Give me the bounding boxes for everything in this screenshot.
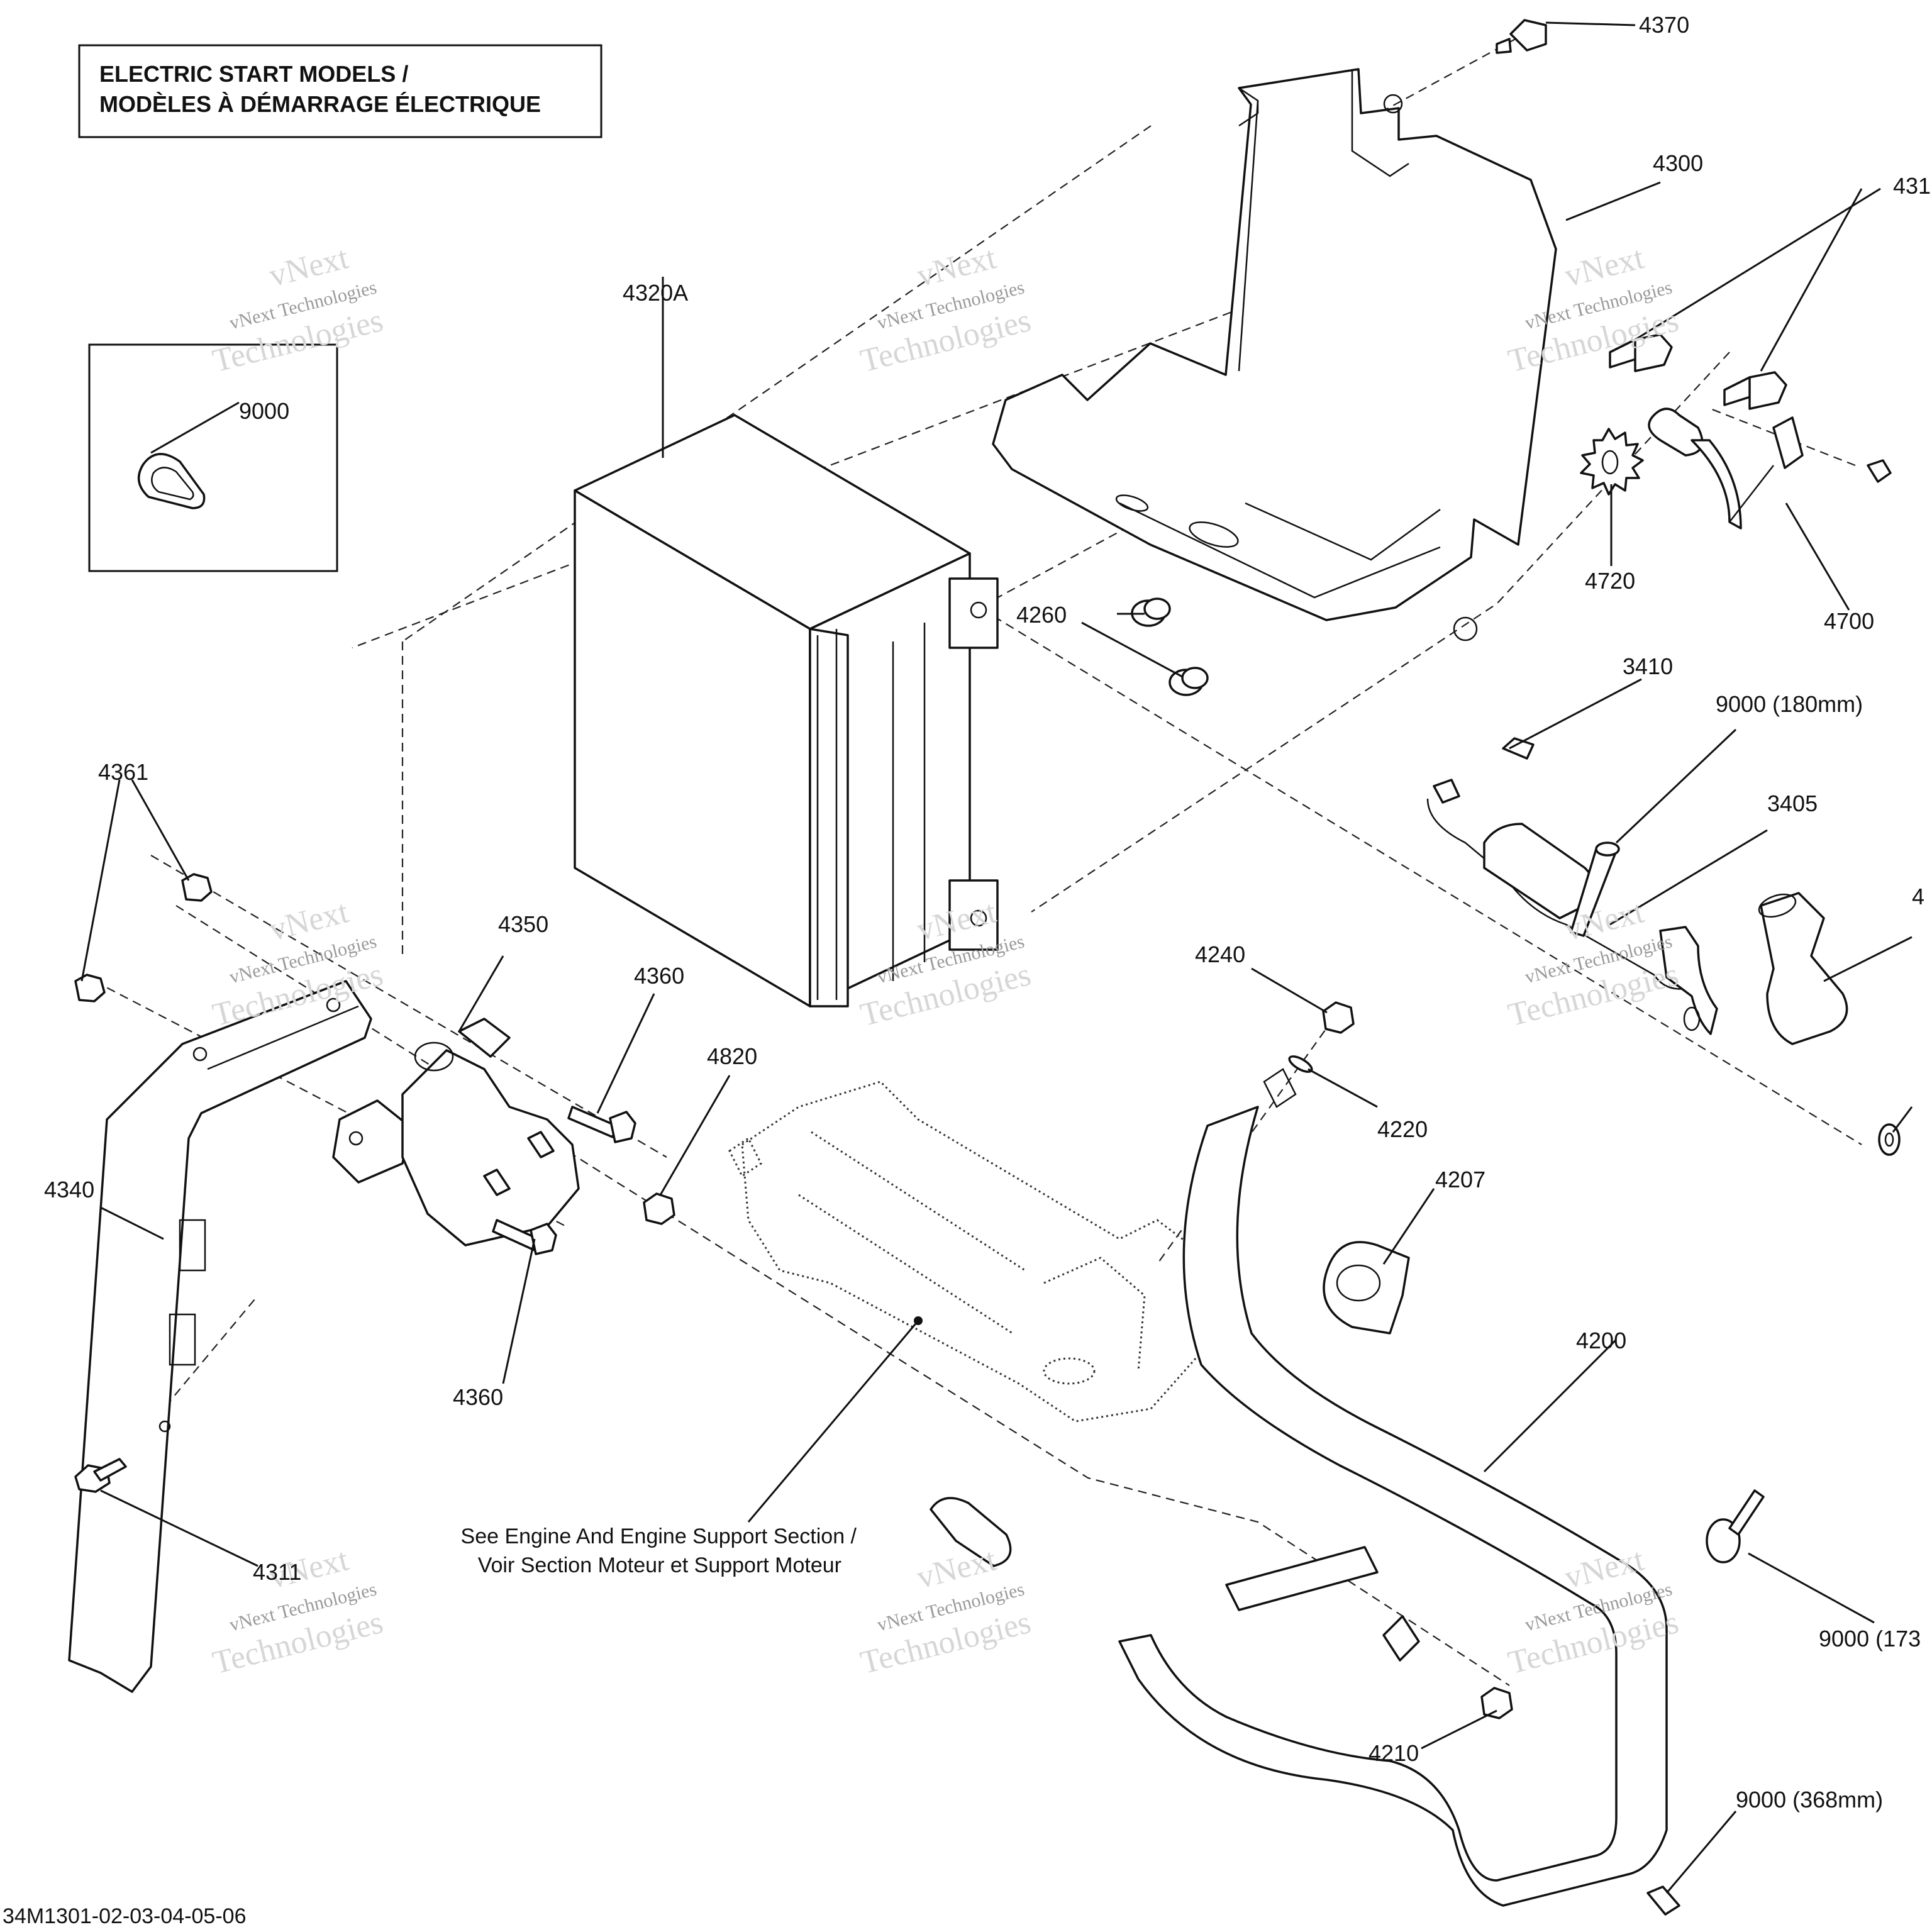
boot-right [1758,892,1848,1045]
drawing-code: 34M1301-02-03-04-05-06 [3,1904,246,1928]
solenoid-4350 [332,1018,580,1246]
title-line-1: ELECTRIC START MODELS / [99,61,408,87]
callout-4820: 4820 [707,1043,757,1069]
callout-4320A: 4320A [623,280,688,306]
bolt-4370 [1496,19,1547,54]
cable-4200 [930,1068,1668,1907]
callout-4260: 4260 [1016,602,1067,628]
callout-3410: 3410 [1623,653,1673,679]
callout-4361: 4361 [98,759,148,785]
callout-9000-inset: 9000 [239,398,289,424]
fuse-holder-3405 [1426,737,1718,1035]
note-line-1: See Engine And Engine Support Section / [461,1524,857,1548]
callout-4370: 4370 [1639,12,1689,38]
nut-4240 [1322,1001,1355,1034]
bushings-4260 [1131,597,1209,696]
starter-note: See Engine And Engine Support Section / … [461,1524,857,1577]
nuts-4361 [74,873,213,1002]
note-line-2: Voir Section Moteur et Support Moteur [478,1553,841,1577]
battery-4320A [574,414,999,1008]
bolt-4360-top [567,1106,636,1143]
bracket-4340 [68,980,372,1693]
watermarks: Technologies vNext Technologies vNext Te… [209,240,1682,1681]
callout-4360-top: 4360 [634,963,684,989]
callout-4360-bottom: 4360 [453,1384,503,1410]
leader-lines [80,21,1913,1894]
nut-4820 [643,1192,675,1225]
callout-4350: 4350 [498,911,548,937]
callout-4720: 4720 [1585,568,1635,594]
callout-4-right: 4 [1912,884,1924,909]
callout-4340: 4340 [44,1177,94,1202]
bolt-4360-bottom [492,1219,557,1255]
starter-motor-ref [728,1080,1209,1423]
callout-4207: 4207 [1435,1167,1485,1192]
bolts-431-top [1609,333,1787,410]
tie-9000-173 [1706,1489,1765,1563]
inset-box [88,343,338,572]
title-line-2: MODÈLES À DÉMARRAGE ÉLECTRIQUE [99,91,541,117]
callout-4210: 4210 [1368,1740,1419,1766]
callout-4220: 4220 [1377,1116,1428,1142]
callout-4200: 4200 [1576,1328,1626,1353]
callout-431-top: 431 [1893,173,1931,199]
callout-4300: 4300 [1653,150,1703,176]
tie-9000-180 [1570,841,1620,937]
callout-9000-180: 9000 (180mm) [1716,691,1863,717]
star-washer-4720 [1580,428,1644,496]
callout-9000-368: 9000 (368mm) [1736,1787,1883,1813]
washer-4220 [1288,1055,1313,1073]
callout-3405: 3405 [1767,791,1818,816]
nut-4210 [1480,1687,1513,1719]
battery-tray-4300 [992,68,1557,641]
title-box: ELECTRIC START MODELS / MODÈLES À DÉMARR… [78,44,602,138]
cable-4700 [1648,408,1892,530]
callout-4311: 4311 [253,1559,301,1585]
callout-4240: 4240 [1195,941,1245,967]
callout-9000-173: 9000 (173 [1819,1626,1921,1652]
bolt-4311 [74,1458,127,1493]
grommet-9000 [137,453,206,509]
callout-4700: 4700 [1824,608,1874,634]
washer-right [1878,1123,1901,1156]
tie-9000-368 [1646,1885,1680,1916]
clip-4207 [1323,1241,1410,1335]
callout-labels: 4370 4300 431 4320A 9000 4720 4700 4260 … [44,12,1931,1813]
